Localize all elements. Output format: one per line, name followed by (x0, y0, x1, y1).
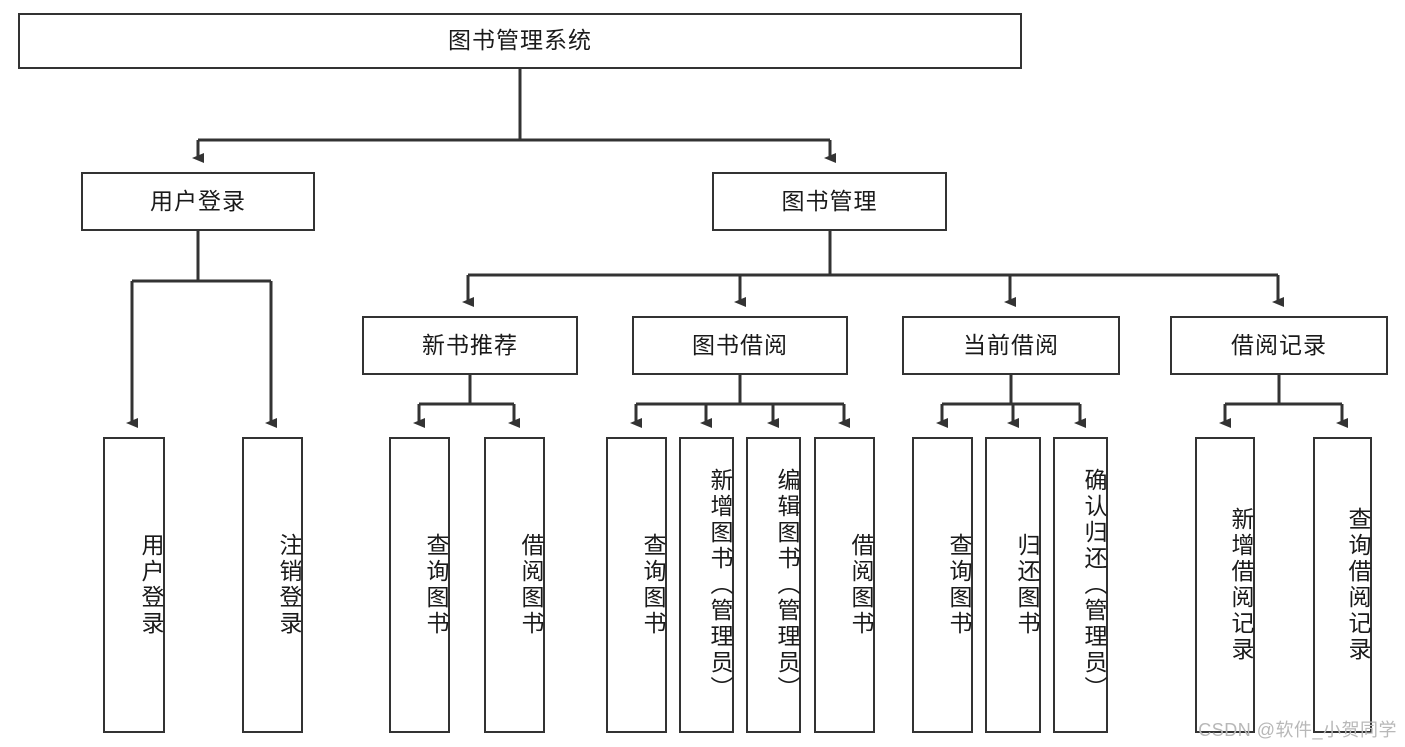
node-label: 新增借阅记录 (1228, 507, 1254, 663)
node-leaf-edit-book[interactable]: 编辑图书（管理员） (746, 437, 801, 733)
node-label: 查询图书 (640, 533, 666, 637)
node-leaf-return-book[interactable]: 归还图书 (985, 437, 1041, 733)
node-book-borrow[interactable]: 图书借阅 (632, 316, 848, 375)
node-label: 用户登录 (150, 187, 246, 214)
node-label: 用户登录 (138, 533, 164, 637)
node-leaf-borrow-book-1[interactable]: 借阅图书 (484, 437, 545, 733)
node-label: 图书管理 (781, 187, 878, 214)
node-new-book-rec[interactable]: 新书推荐 (362, 316, 578, 375)
node-label: 新书推荐 (422, 331, 518, 358)
node-label: 图书管理系统 (448, 27, 592, 54)
node-label: 查询借阅记录 (1345, 507, 1371, 663)
node-leaf-logout[interactable]: 注销登录 (242, 437, 303, 733)
node-leaf-query-book-1[interactable]: 查询图书 (389, 437, 450, 733)
node-label: 查询图书 (946, 533, 972, 637)
node-borrow-record[interactable]: 借阅记录 (1170, 316, 1388, 375)
watermark-text: CSDN @软件_小贺同学 (1198, 720, 1397, 740)
node-leaf-add-record[interactable]: 新增借阅记录 (1195, 437, 1255, 733)
node-leaf-user-login[interactable]: 用户登录 (103, 437, 165, 733)
node-leaf-add-book[interactable]: 新增图书（管理员） (679, 437, 734, 733)
node-label: 确认归还（管理员） (1081, 468, 1107, 702)
node-label: 借阅图书 (848, 533, 874, 637)
node-label: 当前借阅 (963, 331, 1059, 358)
node-current-borrow[interactable]: 当前借阅 (902, 316, 1120, 375)
node-leaf-borrow-book-2[interactable]: 借阅图书 (814, 437, 875, 733)
node-user-login[interactable]: 用户登录 (81, 172, 315, 231)
node-label: 新增图书（管理员） (707, 468, 733, 702)
node-label: 查询图书 (423, 533, 449, 637)
node-leaf-query-book-2[interactable]: 查询图书 (606, 437, 667, 733)
node-label: 借阅图书 (518, 533, 544, 637)
node-leaf-confirm-return[interactable]: 确认归还（管理员） (1053, 437, 1108, 733)
node-root[interactable]: 图书管理系统 (18, 13, 1022, 69)
node-label: 归还图书 (1014, 533, 1040, 637)
node-label: 编辑图书（管理员） (774, 468, 800, 702)
node-leaf-query-record[interactable]: 查询借阅记录 (1313, 437, 1372, 733)
node-leaf-query-book-3[interactable]: 查询图书 (912, 437, 973, 733)
node-book-manage[interactable]: 图书管理 (712, 172, 947, 231)
node-label: 图书借阅 (692, 331, 788, 358)
node-label: 注销登录 (276, 533, 302, 637)
node-label: 借阅记录 (1231, 331, 1327, 358)
